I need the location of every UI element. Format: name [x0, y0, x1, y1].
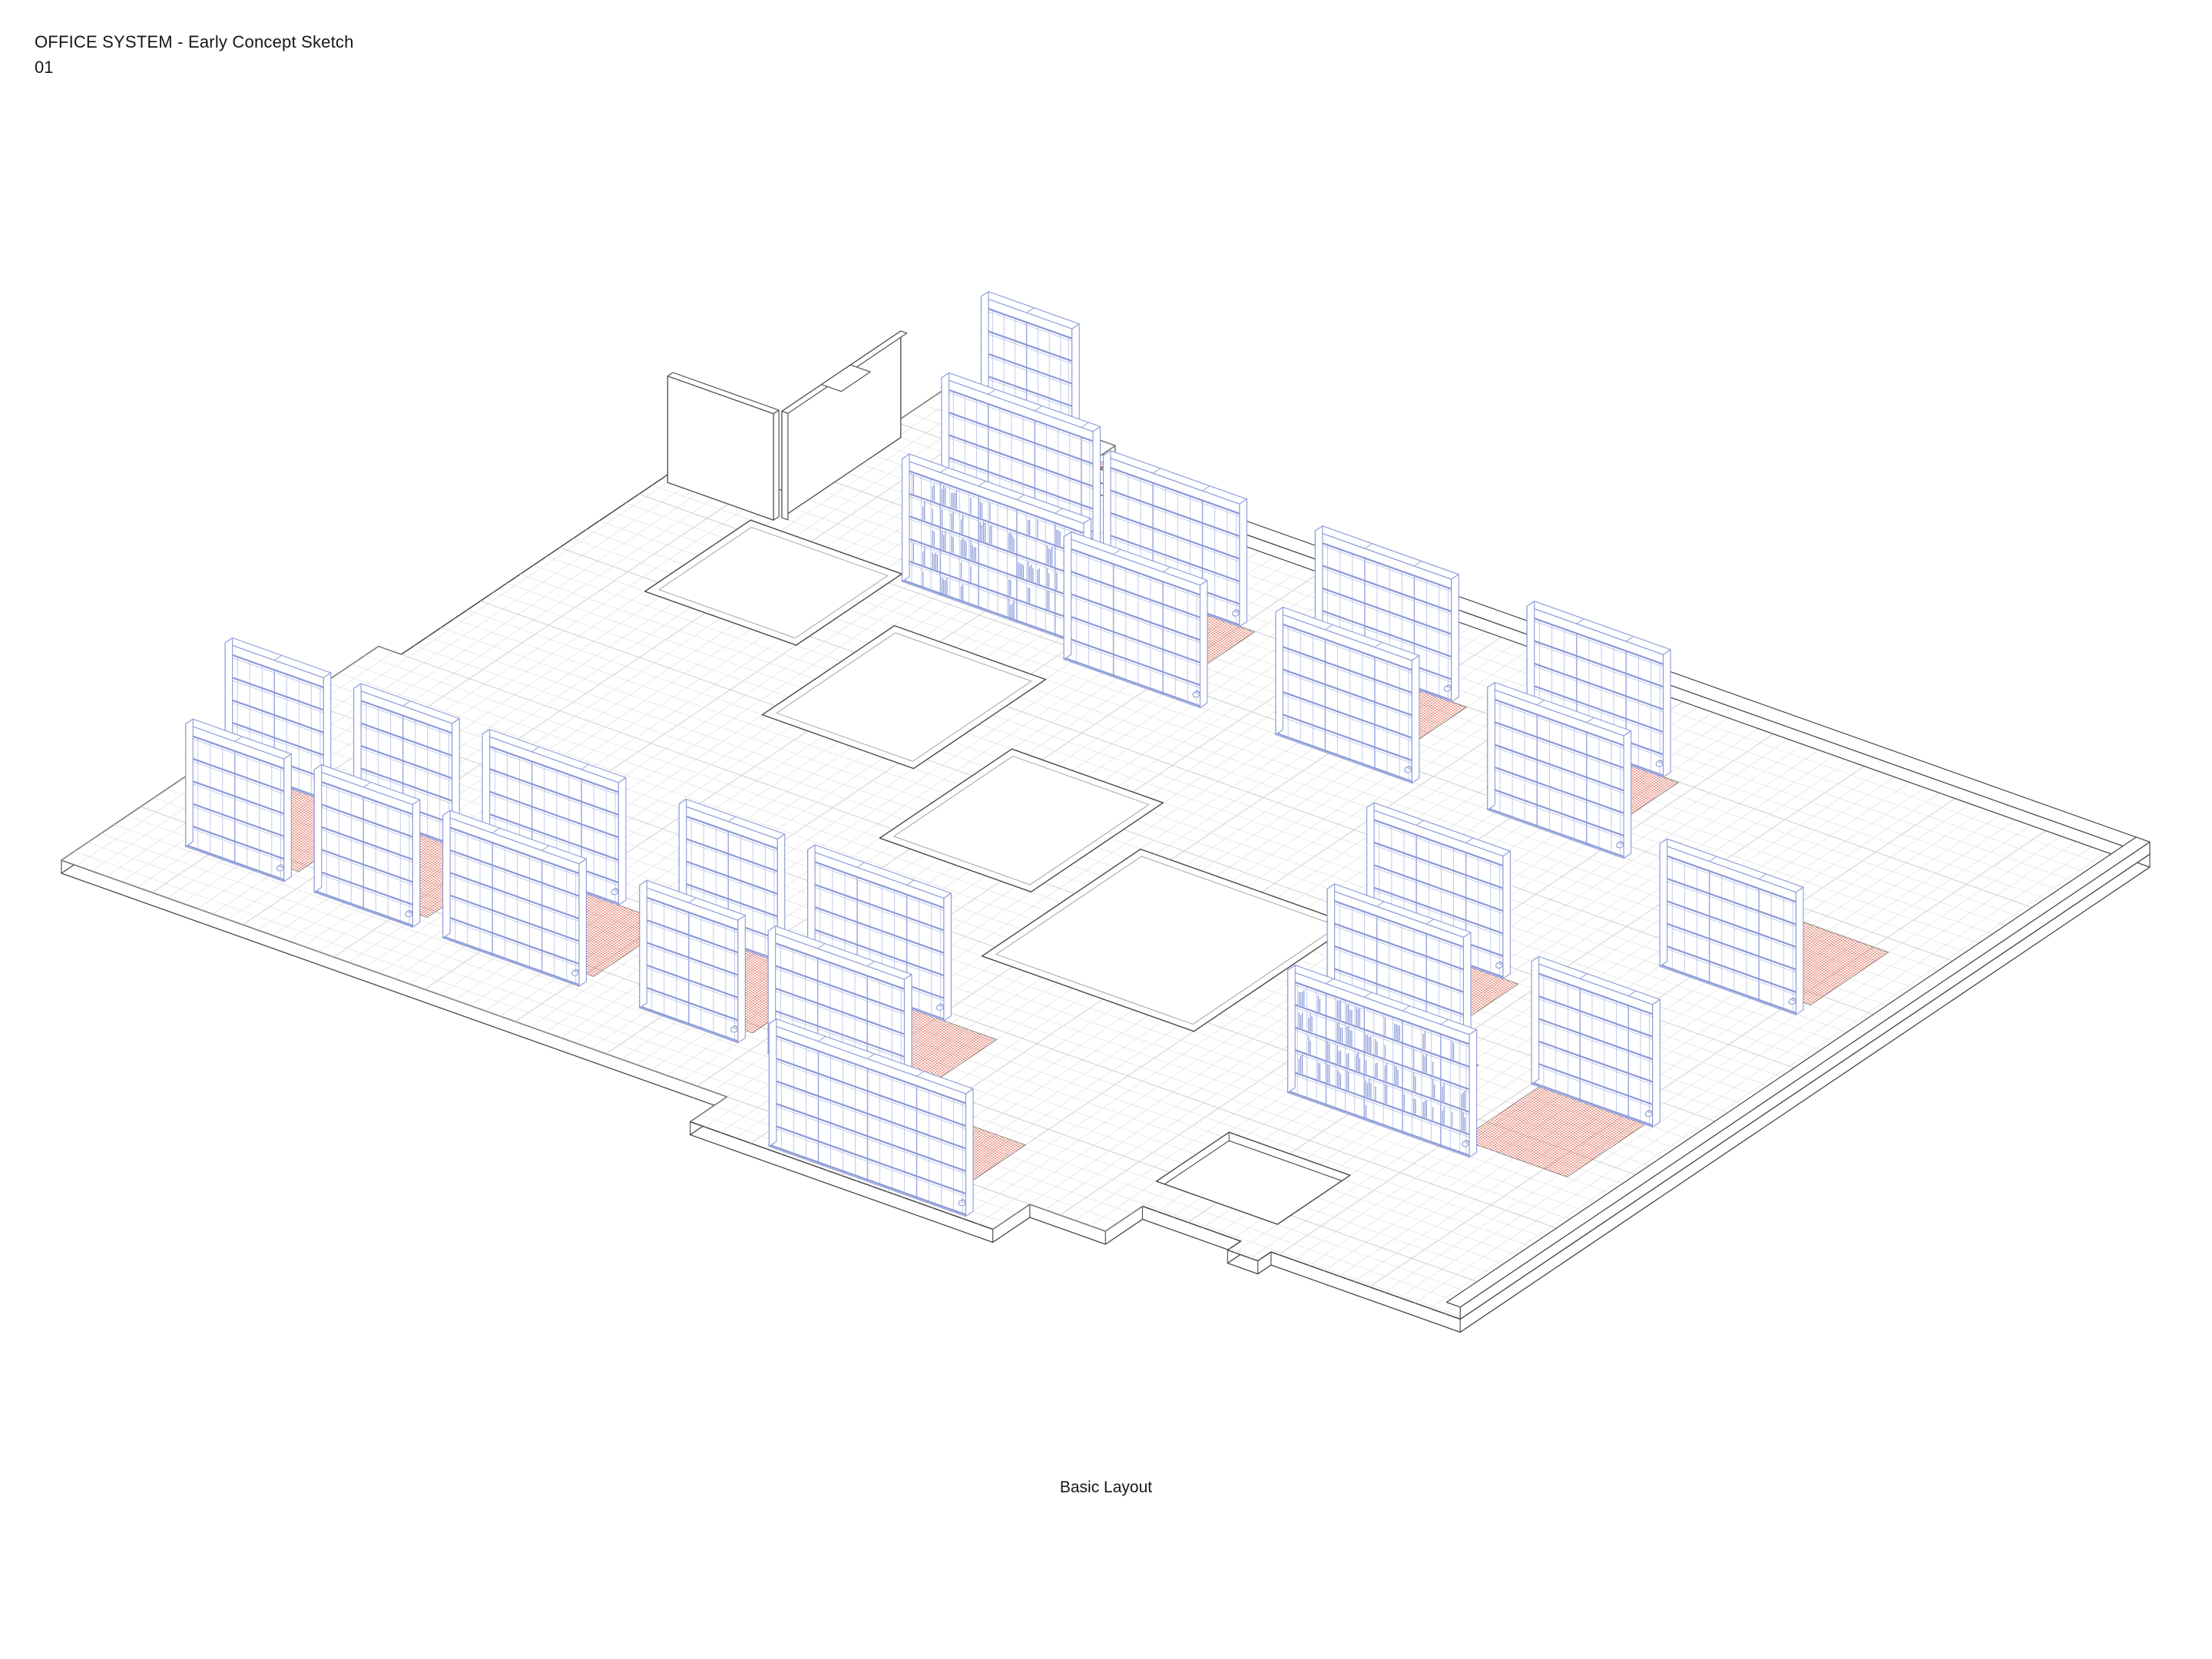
caster-icon	[1404, 766, 1412, 773]
grid-wall	[1486, 681, 1632, 859]
caster-icon	[611, 888, 619, 896]
shelf-wall	[1286, 965, 1478, 1158]
drawing-title: OFFICE SYSTEM - Early Concept Sketch	[35, 32, 354, 51]
meeting-rooms	[644, 519, 1353, 1032]
partition-walls	[184, 291, 1804, 1217]
caster-icon	[1644, 1110, 1653, 1118]
caster-icon	[730, 1025, 738, 1033]
grid-wall	[313, 764, 421, 928]
caster-icon	[958, 1199, 966, 1207]
caster-icon	[276, 864, 284, 872]
caster-icon	[1616, 841, 1624, 849]
sheet-number: 01	[35, 58, 54, 77]
core-tab	[821, 364, 871, 392]
grid-wall	[768, 1018, 974, 1217]
caster-icon	[1655, 760, 1664, 767]
grid-wall	[638, 879, 746, 1044]
caster-icon	[1788, 998, 1796, 1005]
grid-wall	[1063, 531, 1208, 709]
caster-icon	[571, 969, 580, 977]
caster-icon	[1495, 962, 1504, 969]
core-walls	[667, 330, 908, 521]
grid-wall	[442, 810, 587, 987]
title-block: OFFICE SYSTEM - Early Concept Sketch 01	[35, 29, 354, 80]
caster-icon	[405, 910, 413, 918]
caster-icon	[1192, 690, 1200, 698]
grid-wall	[1659, 838, 1804, 1015]
caster-icon	[1443, 684, 1452, 692]
grid-wall	[1531, 955, 1661, 1128]
grid-wall	[184, 718, 292, 882]
caster-icon	[1232, 609, 1240, 617]
drawing-caption: Basic Layout	[1059, 1479, 1153, 1496]
caster-icon	[936, 1004, 945, 1011]
grid-wall	[1274, 606, 1420, 784]
caster-icon	[1462, 1140, 1470, 1147]
